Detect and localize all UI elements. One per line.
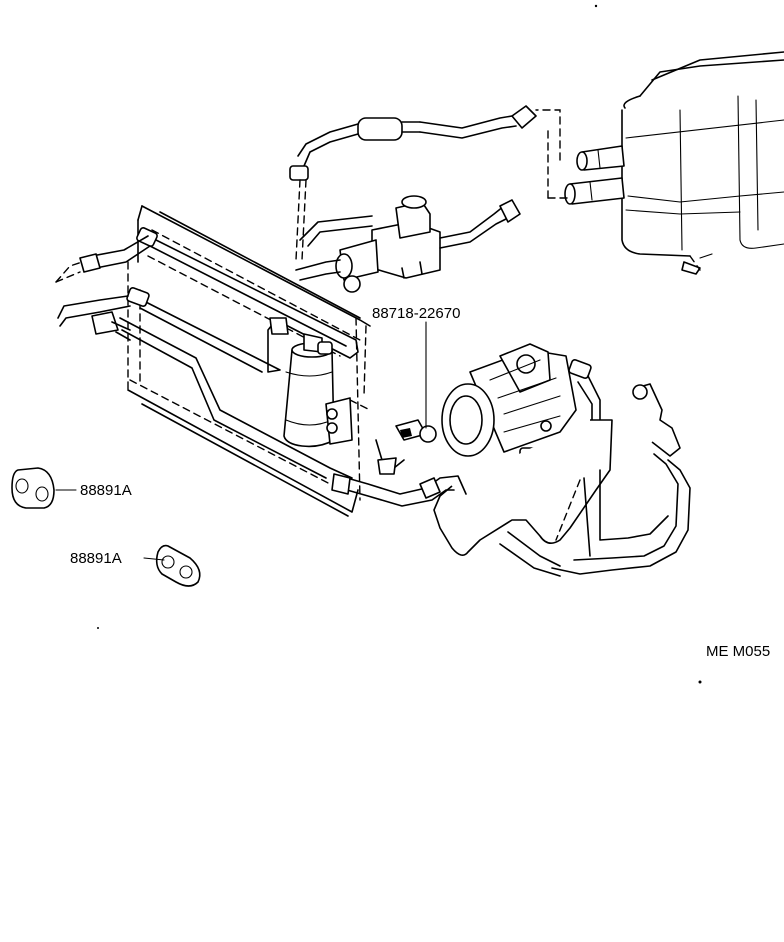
receiver-drier [269, 317, 371, 448]
callout-88891a-right: 88891A [80, 482, 132, 499]
stray-mark [698, 680, 702, 684]
compressor [441, 343, 577, 511]
discharge-line [331, 439, 467, 507]
expansion-valve [295, 195, 521, 293]
grommet-right [11, 467, 55, 509]
callout-88718-22670: 88718-22670 [372, 305, 460, 322]
figure-code: ME M055 [706, 643, 770, 660]
stray-mark [97, 627, 99, 629]
grommet-left [155, 544, 201, 587]
callout-88891a-left: 88891A [70, 550, 122, 567]
evaporator-unit [621, 51, 784, 275]
liquid-pipes [55, 227, 359, 479]
stray-mark [594, 4, 598, 8]
compressor-hoses [433, 359, 691, 577]
leader-grommet-left [143, 557, 165, 561]
evaporator-fittings [564, 145, 625, 205]
suction-pipe [289, 105, 573, 261]
bracket-part [395, 419, 437, 443]
